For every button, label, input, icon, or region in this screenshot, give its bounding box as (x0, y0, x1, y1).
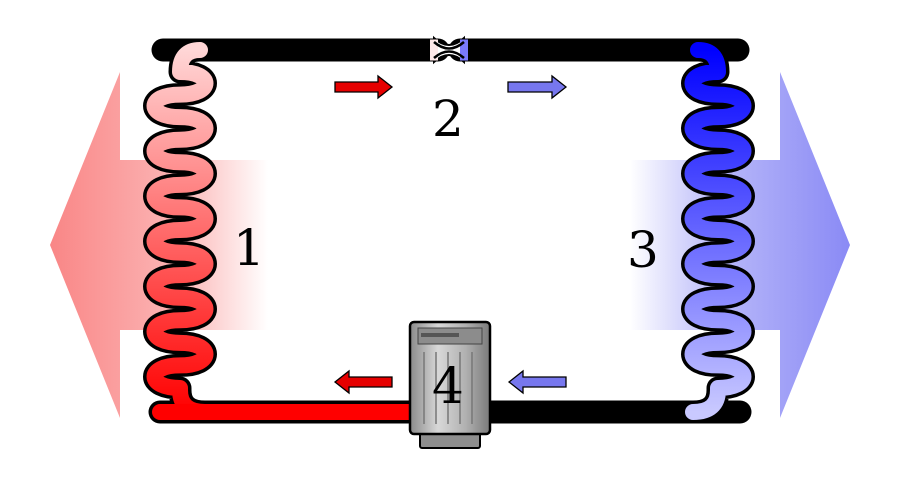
label-compressor: 4 (432, 357, 464, 415)
label-expansion-valve: 2 (432, 90, 464, 148)
flow-arrow-cold-top (507, 74, 568, 100)
label-condenser: 1 (233, 219, 265, 277)
flow-arrow-hot-bottom (333, 369, 393, 395)
flow-arrow-hot-top (334, 74, 394, 100)
evaporator-coil (684, 42, 752, 420)
label-evaporator: 3 (627, 221, 659, 279)
expansion-valve-icon (430, 35, 468, 65)
condenser-coil (146, 42, 214, 420)
compressor-icon (408, 320, 492, 449)
flow-arrow-cold-bottom (507, 369, 567, 395)
